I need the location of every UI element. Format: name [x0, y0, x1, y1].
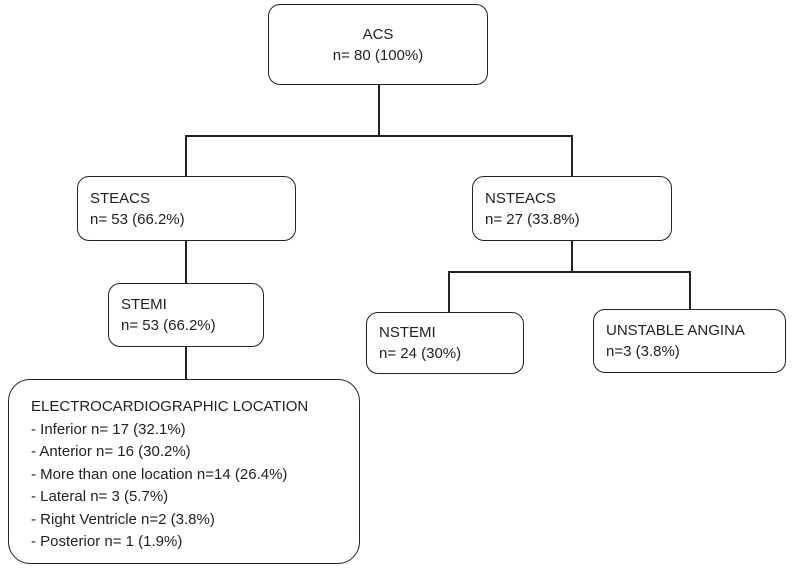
location-item: - Lateral n= 3 (5.7%): [31, 488, 169, 505]
node-acs-title: ACS: [362, 25, 394, 43]
node-steacs: STEACS n= 53 (66.2%): [77, 176, 296, 241]
connector-acs-down: [378, 84, 380, 136]
node-acs: ACS n= 80 (100%): [268, 4, 488, 85]
node-steacs-count: n= 53 (66.2%): [90, 210, 185, 228]
connector-to-nsteacs: [571, 135, 573, 177]
node-unstable-count: n=3 (3.8%): [606, 343, 680, 360]
location-item: - Inferior n= 17 (32.1%): [31, 420, 186, 438]
location-item: - Posterior n= 1 (1.9%): [31, 533, 183, 550]
node-nstemi-title: NSTEMI: [379, 324, 436, 341]
connector-stemi-location: [185, 346, 187, 380]
location-item: - Anterior n= 16 (30.2%): [31, 443, 191, 460]
node-nsteacs-title: NSTEACS: [485, 189, 556, 207]
location-title: ELECTROCARDIOGRAPHIC LOCATION: [31, 398, 309, 415]
connector-nsteacs-down: [571, 240, 573, 272]
node-nstemi: NSTEMI n= 24 (30%): [366, 312, 524, 374]
electrocardiographic-location-box: ELECTROCARDIOGRAPHIC LOCATION - Inferior…: [8, 379, 360, 564]
connector-to-steacs: [185, 135, 187, 177]
node-stemi-count: n= 53 (66.2%): [121, 317, 216, 334]
connector-top-horizontal: [185, 135, 573, 137]
connector-nsteacs-horizontal: [448, 271, 691, 273]
node-unstable-title: UNSTABLE ANGINA: [606, 322, 745, 339]
node-steacs-title: STEACS: [90, 189, 151, 207]
node-stemi: STEMI n= 53 (66.2%): [108, 283, 264, 347]
connector-to-unstable: [689, 271, 691, 310]
node-nsteacs-count: n= 27 (33.8%): [485, 210, 580, 228]
node-nstemi-count: n= 24 (30%): [379, 345, 462, 362]
connector-steacs-stemi: [185, 240, 187, 284]
location-item: - Right Ventricle n=2 (3.8%): [31, 510, 215, 528]
node-stemi-title: STEMI: [121, 296, 167, 313]
connector-to-nstemi: [448, 271, 450, 313]
node-acs-count: n= 80 (100%): [332, 46, 424, 64]
node-nsteacs: NSTEACS n= 27 (33.8%): [472, 176, 672, 241]
node-unstable-angina: UNSTABLE ANGINA n=3 (3.8%): [593, 309, 786, 373]
location-item: - More than one location n=14 (26.4%): [31, 465, 288, 483]
